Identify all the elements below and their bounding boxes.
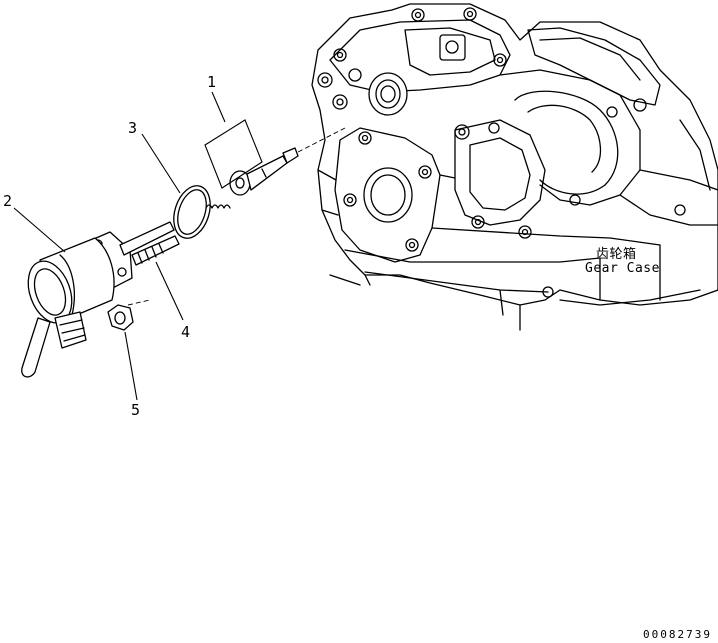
callout-1: 1	[207, 73, 216, 91]
part-5-nut	[107, 299, 151, 331]
part-1-plunger-shaft	[205, 127, 346, 209]
callout-5: 5	[131, 401, 140, 419]
gear-case-label-cn: 齿轮箱	[596, 246, 637, 262]
gear-case-housing	[311, 3, 718, 331]
callout-4: 4	[181, 323, 190, 341]
part-3-o-ring	[173, 185, 211, 239]
callout-2: 2	[3, 192, 12, 210]
leader-lines	[13, 91, 263, 401]
part-4-bolt	[131, 235, 180, 266]
part-2-solenoid	[21, 221, 175, 378]
callout-3: 3	[128, 119, 137, 137]
drawing-number: 00082739	[643, 628, 712, 641]
gear-case-label-en: Gear Case	[585, 261, 660, 276]
